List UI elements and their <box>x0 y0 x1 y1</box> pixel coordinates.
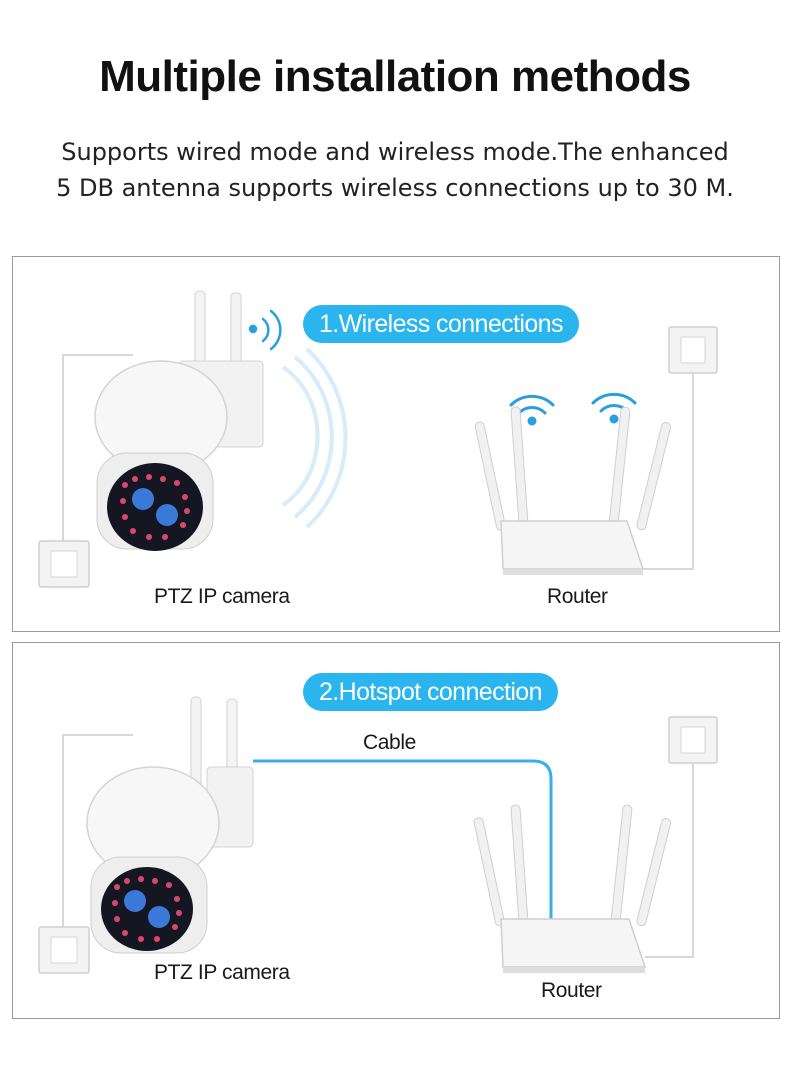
wireless-connections-badge: 1.Wireless connections <box>303 305 579 343</box>
router-power-cable <box>643 365 693 569</box>
page-title: Multiple installation methods <box>0 52 790 102</box>
router-wall-socket-icon <box>669 717 717 763</box>
router-icon <box>473 805 671 973</box>
ethernet-cable <box>253 761 551 929</box>
camera-wall-socket-icon <box>39 541 89 587</box>
camera-label: PTZ IP camera <box>154 961 290 985</box>
cable-label: Cable <box>363 731 416 755</box>
camera-label: PTZ IP camera <box>154 585 290 609</box>
hotspot-connection-badge: 2.Hotspot connection <box>303 673 558 711</box>
camera-wifi-signal-icon <box>250 311 280 349</box>
ptz-camera-icon <box>95 291 263 551</box>
hotspot-connection-panel: 2.Hotspot connection Cable PTZ IP camera… <box>12 642 780 1019</box>
subtitle-line-2: 5 DB antenna supports wireless connectio… <box>0 170 790 206</box>
wireless-connection-panel: 1.Wireless connections PTZ IP camera Rou… <box>12 256 780 632</box>
camera-wall-socket-icon <box>39 927 89 973</box>
router-wall-socket-icon <box>669 327 717 373</box>
camera-signal-arcs <box>283 349 345 527</box>
router-label: Router <box>547 585 608 609</box>
page-subtitle: Supports wired mode and wireless mode.Th… <box>0 134 790 206</box>
router-icon <box>474 407 671 575</box>
router-power-cable <box>645 755 693 957</box>
subtitle-line-1: Supports wired mode and wireless mode.Th… <box>0 134 790 170</box>
router-label: Router <box>541 979 602 1003</box>
